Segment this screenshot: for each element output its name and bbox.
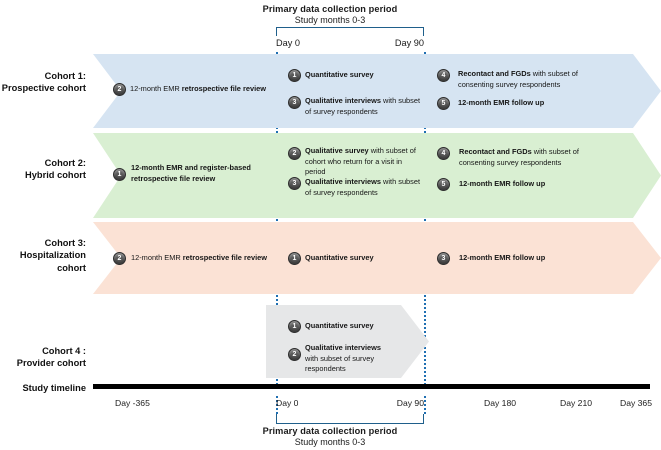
cohort-3-label: Cohort 3: Hospitalization cohort [0, 237, 86, 274]
cohort-4-bullet-2: 2 [288, 348, 301, 361]
cohort-4-band [266, 305, 429, 378]
top-caption-title: Primary data collection period [262, 4, 398, 14]
c1-i1-strong: retrospective file review [181, 84, 266, 93]
cohort-1-band [93, 54, 661, 128]
guide-day90 [424, 52, 426, 388]
cohort-3-item-2-text: Quantitative survey [305, 253, 425, 264]
cohort-2-band [93, 133, 661, 218]
c2-i2-post: with subset of cohort who return for a v… [305, 146, 416, 177]
c3-i2-strong: Quantitative survey [305, 253, 374, 262]
cohort-2-bullet-4: 4 [437, 147, 450, 160]
cohort-2-label: Cohort 2: Hybrid cohort [0, 157, 86, 182]
cohort-2-label-line2: Hybrid cohort [25, 170, 86, 181]
guide-day90-lower [424, 396, 426, 414]
guide-day0-lower [276, 396, 278, 414]
bottom-caption-title: Primary data collection period [262, 426, 398, 436]
axis-tick-day-180: Day 180 [483, 398, 517, 408]
cohort-3-item-1-text: 12-month EMR retrospective file review [131, 253, 286, 264]
cohort-1-bullet-1: 2 [113, 83, 126, 96]
c1-i2-strong: Quantitative survey [305, 70, 374, 79]
axis-tick-day-0: Day 0 [276, 398, 299, 408]
cohort-1-item-2-text: Quantitative survey [305, 70, 425, 81]
cohort-1-bullet-3: 3 [288, 96, 301, 109]
cohort-2-bullet-5: 5 [437, 178, 450, 191]
cohort-2-label-line1: Cohort 2: [44, 158, 86, 168]
cohort-4-item-1-text: Quantitative survey [305, 321, 410, 332]
top-bracket-caption: Primary data collection period Study mon… [200, 4, 460, 26]
top-bracket [276, 27, 424, 36]
cohort-1-label: Cohort 1: Prospective cohort [0, 70, 86, 95]
bottom-bracket-caption: Primary data collection period Study mon… [200, 426, 460, 448]
axis-tick-day-210: Day 210 [559, 398, 593, 408]
c2-i2-strong: Qualitative survey [305, 146, 369, 155]
c2-i3-strong: Qualitative interviews [305, 177, 381, 186]
c1-i4-strong: Recontact and FGDs [458, 69, 531, 78]
c1-i5-strong: 12-month EMR follow up [458, 98, 545, 107]
c1-i3-strong: Qualitative interviews [305, 96, 381, 105]
axis-tick-day-365: Day 365 [619, 398, 652, 408]
c4-i2-strong: Qualitative interviews [305, 343, 381, 352]
cohort-2-bullet-2: 2 [288, 147, 301, 160]
top-caption-subtitle: Study months 0-3 [294, 15, 366, 26]
cohort-3-item-3-text: 12-month EMR follow up [459, 253, 599, 264]
c2-i1-strong: 12-month EMR and register-based retrospe… [131, 163, 251, 183]
cohort-4-label-line2: Provider cohort [16, 358, 86, 369]
cohort-1-label-line2: Prospective cohort [1, 83, 86, 94]
bottom-caption-subtitle: Study months 0-3 [294, 437, 366, 448]
axis-tick-day-90: Day 90 [396, 398, 424, 408]
cohort-2-bullet-1: 1 [113, 168, 126, 181]
cohort-3-bullet-1: 2 [113, 252, 126, 265]
bottom-bracket [276, 414, 424, 424]
cohort-3-label-line1: Cohort 3: [44, 238, 86, 248]
cohort-1-item-4-text: Recontact and FGDs with subset of consen… [458, 69, 588, 90]
cohort-1-item-3-text: Qualitative interviews with subset of su… [305, 96, 422, 117]
c2-i3-post: with subset of survey respondents [305, 177, 421, 197]
c2-i4-strong: Recontact and FGDs [459, 147, 532, 156]
c1-i4-post: with subset of consenting survey respond… [458, 69, 578, 89]
cohort-2-item-1-text: 12-month EMR and register-based retrospe… [131, 163, 259, 184]
cohort-2-item-3-text: Qualitative interviews with subset of su… [305, 177, 423, 198]
c3-i1-pre: 12-month EMR [131, 253, 183, 262]
top-day90-label: Day 90 [394, 38, 424, 48]
cohort-3-label-line3: cohort [57, 262, 86, 273]
c3-i3-strong: 12-month EMR follow up [459, 253, 546, 262]
c4-i2-post: with subset of survey respondents [305, 353, 375, 374]
c4-i1-strong: Quantitative survey [305, 321, 374, 330]
axis-tick-day-365-neg: Day -365 [115, 398, 150, 408]
cohort-1-bullet-4: 4 [437, 69, 450, 82]
cohort-1-bullet-5: 5 [437, 97, 450, 110]
cohort-3-bullet-2: 1 [288, 252, 301, 265]
cohort-1-item-5-text: 12-month EMR follow up [458, 98, 598, 109]
cohort-4-label: Cohort 4 : Provider cohort [0, 345, 86, 370]
cohort-2-bullet-3: 3 [288, 177, 301, 190]
c1-i1-pre: 12-month EMR [130, 84, 182, 93]
top-day0-label: Day 0 [276, 38, 301, 48]
cohort-1-item-1-text: 12-month EMR retrospective file review [130, 84, 280, 95]
c3-i1-strong: retrospective file review [182, 253, 267, 262]
cohort-2-item-2-text: Qualitative survey with subset of cohort… [305, 146, 423, 178]
cohort-4-bullet-1: 1 [288, 320, 301, 333]
c2-i4-post: with subset of consenting survey respond… [459, 147, 579, 167]
cohort-4-item-2-text: Qualitative interviews with subset of su… [305, 343, 383, 375]
study-timeline-axis [93, 384, 650, 389]
cohort-3-bullet-3: 3 [437, 252, 450, 265]
guide-day0 [276, 52, 278, 388]
cohort-3-band [93, 222, 661, 294]
cohort-3-label-line2: Hospitalization [19, 250, 86, 261]
cohort-4-label-line1: Cohort 4 : [42, 346, 86, 356]
cohort-2-item-4-text: Recontact and FGDs with subset of consen… [459, 147, 589, 168]
study-timeline-label: Study timeline [22, 383, 86, 393]
cohort-1-label-line1: Cohort 1: [44, 71, 86, 81]
c2-i5-strong: 12-month EMR follow up [459, 179, 546, 188]
cohort-1-bullet-2: 1 [288, 69, 301, 82]
cohort-2-item-5-text: 12-month EMR follow up [459, 179, 599, 190]
c1-i3-post: with subset of survey respondents [305, 96, 421, 116]
